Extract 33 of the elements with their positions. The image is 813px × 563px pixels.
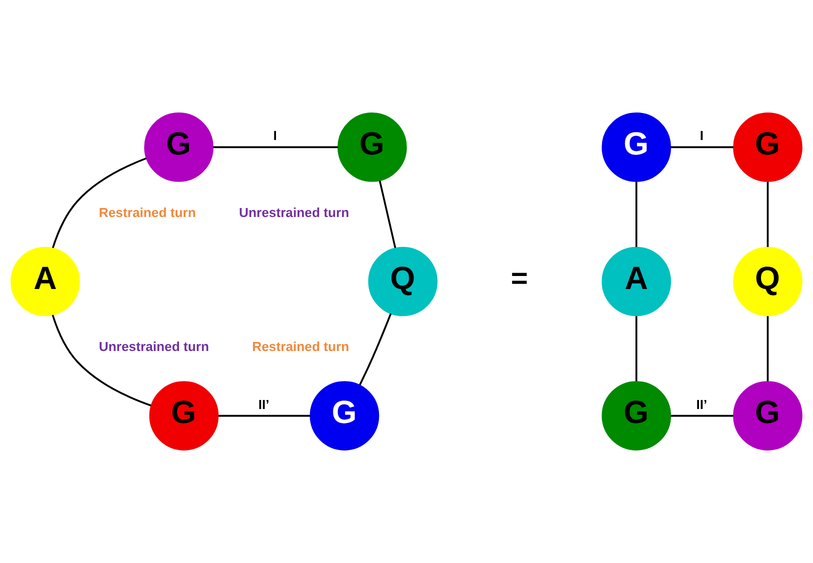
label: Restrained turn (252, 339, 350, 354)
label: Unrestrained turn (239, 204, 350, 220)
connector (766, 316, 769, 382)
node-circle: A (10, 246, 80, 316)
connector (52, 157, 147, 248)
node-circle: Q (368, 246, 438, 316)
node-circle: G (602, 112, 672, 182)
node-circle: Q (733, 246, 802, 316)
node-circle: A (602, 246, 672, 316)
connector (766, 182, 769, 247)
label: Unrestrained turn (98, 339, 210, 354)
edge-label: I (700, 128, 704, 144)
node-circle: G (602, 381, 672, 450)
connector (213, 146, 338, 148)
connector (635, 182, 638, 247)
node-circle: G (144, 112, 214, 182)
edge-label: II’ (696, 396, 708, 412)
node-circle: G (733, 381, 802, 450)
label: Restrained turn (98, 204, 196, 220)
connector (670, 146, 734, 148)
connector (52, 314, 152, 406)
connector (218, 414, 310, 417)
edge-label: I (273, 128, 277, 144)
connector (670, 414, 734, 417)
node-circle: G (149, 381, 219, 450)
node-circle: G (733, 112, 802, 182)
label: = (510, 263, 528, 296)
edge-label: II’ (258, 396, 270, 412)
connector (635, 316, 638, 382)
node-circle: G (338, 112, 407, 182)
connector (359, 313, 392, 386)
node-circle: G (310, 381, 380, 450)
connector (378, 180, 396, 248)
